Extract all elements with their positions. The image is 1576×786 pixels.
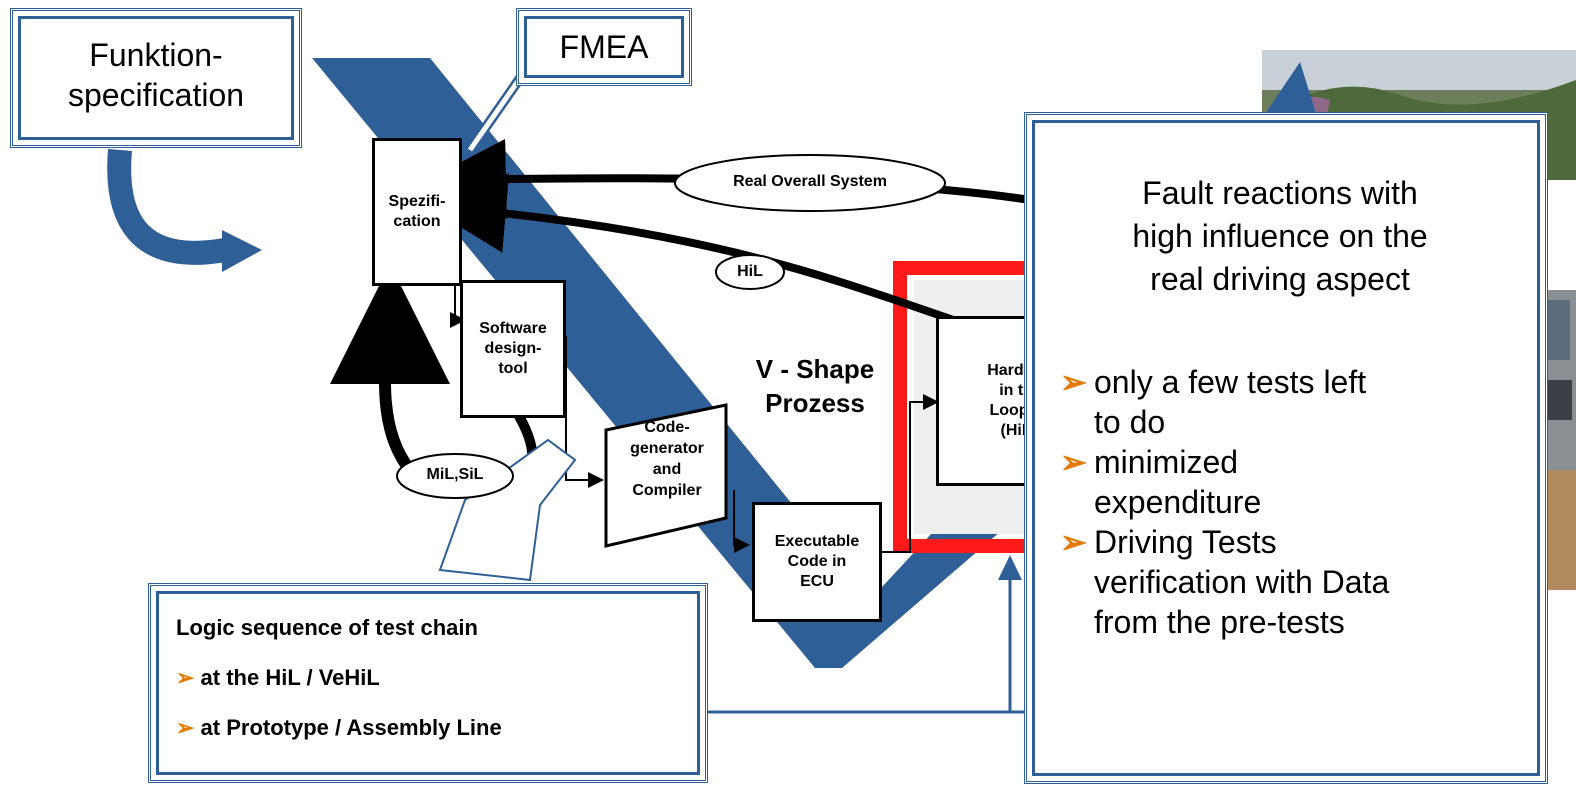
mil-sil-label: MiL,SiL (426, 466, 484, 483)
logic-item-label: at the HiL / VeHiL (200, 665, 380, 690)
codegen-label: Code- generator and Compiler (630, 419, 704, 499)
fault-item: ➢minimized expenditure (1060, 442, 1530, 522)
real-system-ellipse (674, 154, 946, 212)
fmea-callout (516, 8, 692, 86)
bullet-arrow-icon: ➢ (1060, 444, 1087, 480)
bullet-arrow-icon: ➢ (1060, 524, 1087, 560)
logic-sequence-box (148, 583, 708, 783)
logic-sequence-content: Logic sequence of test chain ➢ at the Hi… (176, 614, 696, 742)
bullet-arrow-icon: ➢ (176, 665, 201, 690)
open-arrow-icon (438, 438, 577, 582)
fault-item-label: Driving Tests verification with Data fro… (1094, 524, 1390, 640)
fault-reactions-title: Fault reactions with high influence on t… (1132, 175, 1428, 297)
bullet-arrow-icon: ➢ (176, 715, 201, 740)
logic-item: ➢ at Prototype / Assembly Line (176, 714, 696, 742)
mil-sil-ellipse (396, 453, 514, 499)
executable-code-block: Executable Code in ECU (752, 502, 882, 622)
real-system-label: Real Overall System (733, 173, 887, 190)
specification-block: Spezifi- cation (372, 138, 462, 286)
funktion-callout (10, 8, 302, 148)
v-shape-label: V - Shape Prozess (755, 354, 875, 418)
funktion-callout-label: Funktion- specification (67, 37, 245, 113)
bullet-arrow-icon: ➢ (1060, 364, 1087, 400)
fault-reactions-box (1024, 112, 1548, 784)
fault-item: ➢Driving Tests verification with Data fr… (1060, 522, 1530, 642)
hil-label: HiL (737, 263, 763, 280)
logic-sequence-title: Logic sequence of test chain (176, 615, 478, 640)
logic-item-label: at Prototype / Assembly Line (200, 715, 502, 740)
codegen-block (604, 403, 728, 548)
fault-item-label: minimized expenditure (1094, 444, 1262, 520)
fault-item-label: only a few tests left to do (1094, 364, 1367, 440)
fmea-callout-label: FMEA (559, 29, 649, 65)
logic-item: ➢ at the HiL / VeHiL (176, 664, 696, 692)
curved-arrow-icon (107, 149, 228, 265)
hil-ellipse (715, 254, 785, 290)
fault-item: ➢only a few tests left to do (1060, 362, 1530, 442)
software-design-tool-block: Software design- tool (460, 280, 566, 418)
fault-reactions-list: ➢only a few tests left to do ➢minimized … (1060, 362, 1530, 642)
